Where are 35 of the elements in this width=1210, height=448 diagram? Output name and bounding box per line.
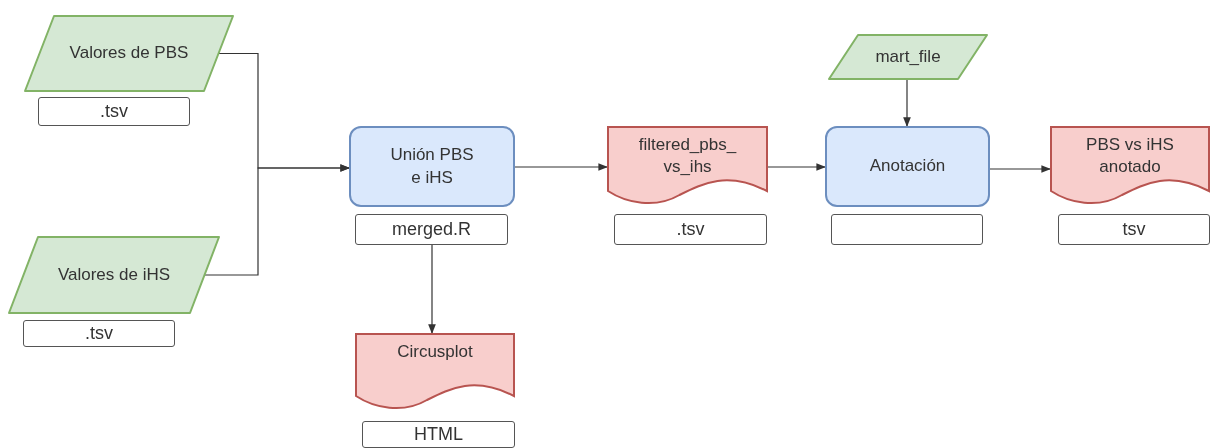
file-tag (23, 320, 175, 347)
node-label: .tsv (676, 217, 705, 241)
node-label: tsv (1122, 217, 1146, 241)
file-tag (831, 214, 983, 245)
file-tag (362, 421, 515, 448)
node-label: filtered_pbs_ vs_ihs (637, 134, 738, 179)
arrow (204, 164, 350, 276)
node-label: .tsv (100, 99, 128, 123)
node-label: Valores de iHS (57, 263, 171, 286)
input-parallelogram (8, 236, 220, 314)
file-tag (355, 214, 508, 245)
node-label: mart_file (875, 45, 941, 68)
arrow (989, 165, 1051, 173)
node-label: Anotación (869, 155, 946, 178)
process-box (349, 126, 515, 207)
arrow (767, 163, 826, 171)
node-label: Circusplot (397, 341, 473, 363)
file-tag (1058, 214, 1210, 245)
file-tag (38, 97, 190, 126)
arrow (903, 79, 911, 127)
file-tag (614, 214, 767, 245)
node-label: .tsv (85, 321, 113, 345)
arrow (428, 244, 436, 334)
node-label: merged.R (392, 217, 471, 241)
process-box (825, 126, 990, 207)
node-label: Unión PBS e iHS (389, 144, 475, 189)
input-parallelogram (828, 34, 988, 80)
document-shape (607, 126, 768, 205)
node-label: Valores de PBS (69, 42, 189, 65)
node-label: PBS vs iHS anotado (1085, 134, 1175, 179)
node-label: HTML (414, 422, 463, 446)
document-shape (355, 333, 515, 410)
arrow (514, 163, 608, 171)
input-parallelogram (24, 15, 234, 92)
document-shape (1050, 126, 1210, 205)
